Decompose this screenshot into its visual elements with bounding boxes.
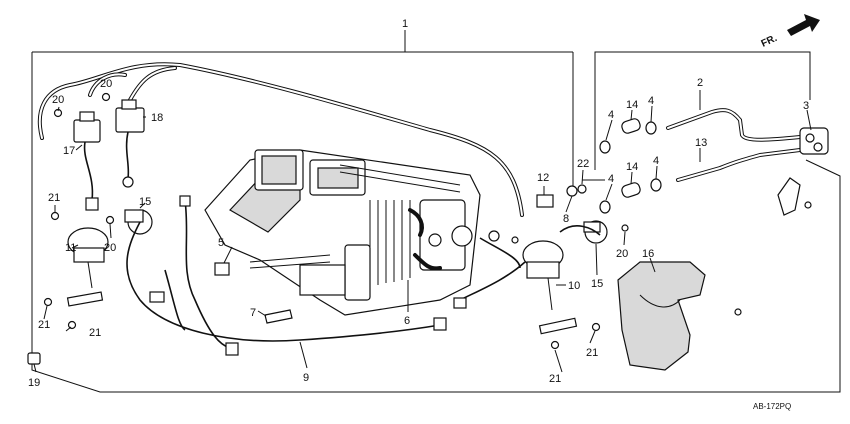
callout-21c: 21 [89, 327, 101, 339]
heater-pipes [666, 108, 802, 182]
hose-pieces [621, 118, 641, 198]
motor-15-left [124, 209, 153, 235]
assembly-frame [31, 30, 841, 393]
callout-22: 22 [577, 158, 589, 170]
callout-4a: 4 [608, 109, 614, 121]
actuator-11 [66, 227, 109, 307]
leader-lines [33, 90, 812, 373]
callout-21b: 21 [38, 319, 50, 331]
callout-21a: 21 [48, 192, 60, 204]
vacuum-hoses [37, 62, 524, 217]
heater-core-fins [339, 164, 461, 285]
callout-2: 2 [697, 77, 703, 89]
callout-17: 17 [63, 145, 75, 157]
callout-15b: 15 [591, 278, 603, 290]
reference-code: AB-172PQ [753, 402, 791, 411]
callout-19: 19 [28, 377, 40, 389]
callout-14b: 14 [626, 161, 638, 173]
callout-20c: 20 [104, 242, 116, 254]
hose-clamps [599, 121, 662, 214]
small-parts [214, 177, 801, 324]
callout-9: 9 [303, 372, 309, 384]
callout-20b: 20 [100, 78, 112, 90]
fasteners [27, 92, 812, 365]
callout-7: 7 [250, 307, 256, 319]
pipe-gasket-3 [799, 127, 829, 155]
callout-10: 10 [568, 280, 580, 292]
actuator-10 [522, 240, 578, 335]
callout-20a: 20 [52, 94, 64, 106]
heater-unit [204, 149, 481, 316]
callout-14a: 14 [626, 99, 638, 111]
callout-6: 6 [404, 315, 410, 327]
callout-15a: 15 [139, 196, 151, 208]
front-direction-label: FR. [760, 33, 779, 50]
callout-3: 3 [803, 100, 809, 112]
callout-11: 11 [65, 242, 76, 254]
front-arrow-icon [787, 14, 820, 36]
callout-1: 1 [402, 18, 408, 30]
front-direction-indicator: FR. [760, 14, 820, 50]
callout-21e: 21 [586, 347, 598, 359]
callout-4d: 4 [653, 155, 659, 167]
callout-13: 13 [695, 137, 707, 149]
callout-18: 18 [151, 112, 163, 124]
duct-cover-16 [617, 261, 706, 371]
wire-harness [126, 195, 601, 356]
solenoid-valve-18 [115, 99, 145, 188]
callout-5: 5 [218, 237, 224, 249]
solenoid-valve-17 [73, 111, 101, 211]
callout-20d: 20 [616, 248, 628, 260]
callout-4b: 4 [648, 95, 654, 107]
callout-16: 16 [642, 248, 654, 260]
callout-8: 8 [563, 213, 569, 225]
callout-12: 12 [537, 172, 549, 184]
callout-4c: 4 [608, 173, 614, 185]
callout-21d: 21 [549, 373, 561, 385]
callout-labels: 1 2 3 4 4 4 4 5 6 7 8 9 10 11 12 13 14 1… [28, 18, 809, 389]
